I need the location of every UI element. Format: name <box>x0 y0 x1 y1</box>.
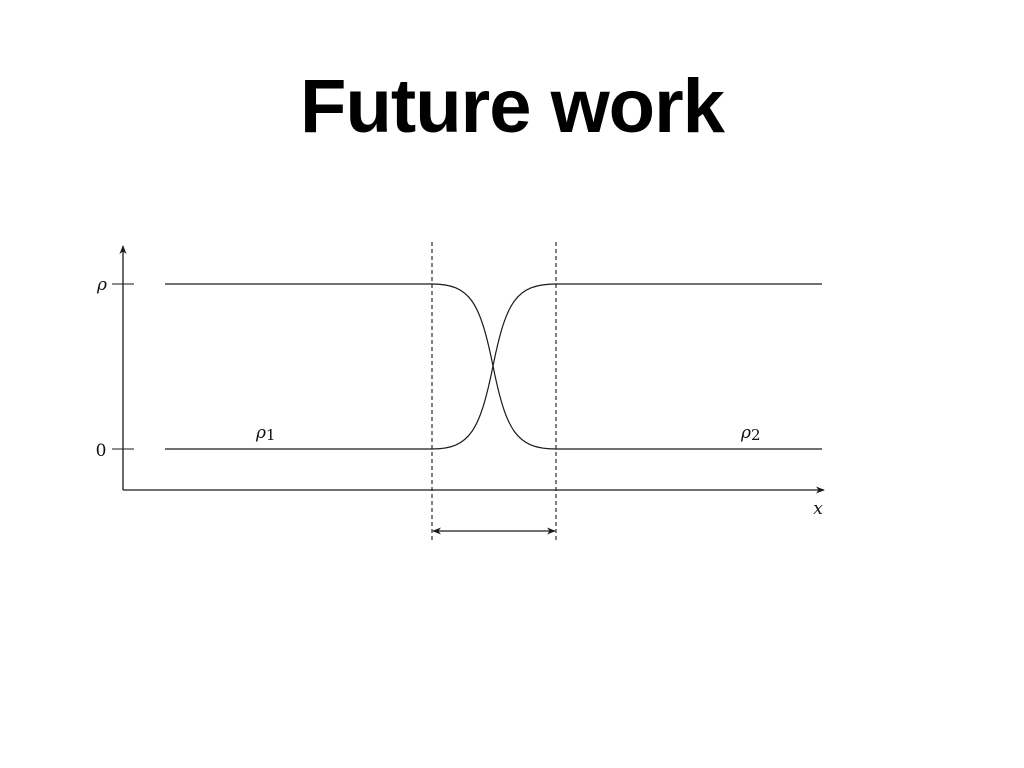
left-region-label: ρ1 <box>255 423 276 444</box>
x-axis-label: x <box>813 499 823 519</box>
y-tick-label-zero: 0 <box>96 441 107 461</box>
right-region-label: ρ2 <box>740 423 761 444</box>
density-curve-falling <box>165 283 822 450</box>
slide-title: Future work <box>300 64 725 149</box>
y-tick-label-rho: ρ <box>96 275 107 295</box>
